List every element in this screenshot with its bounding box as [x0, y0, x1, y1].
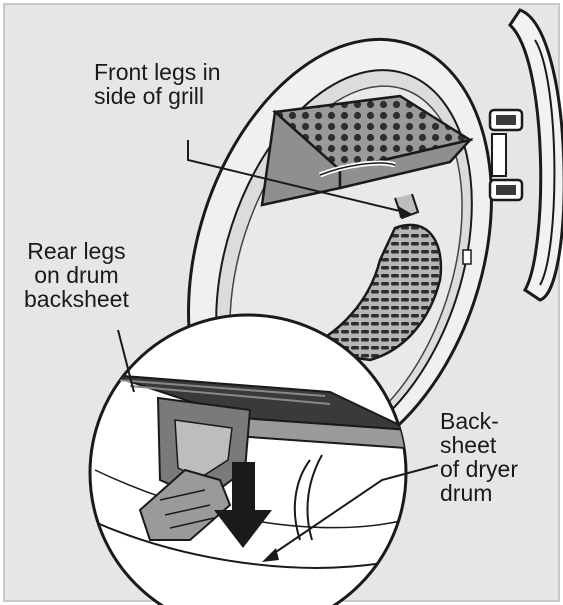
rear-legs-label: Rear legs on drum backsheet: [24, 238, 129, 312]
front-legs-label: Front legs in side of grill: [94, 59, 221, 109]
rear-legs-leader: [117, 329, 135, 393]
front-legs-leader: [187, 140, 409, 214]
backsheet-arrowhead: [262, 548, 279, 562]
backsheet-label: Back- sheet of dryer drum: [440, 408, 518, 506]
magnified-detail: [88, 313, 408, 605]
front-legs-arrowhead: [398, 206, 412, 218]
backsheet-leader: [269, 464, 439, 557]
lint-grill: [299, 223, 443, 362]
open-door: [462, 8, 563, 302]
